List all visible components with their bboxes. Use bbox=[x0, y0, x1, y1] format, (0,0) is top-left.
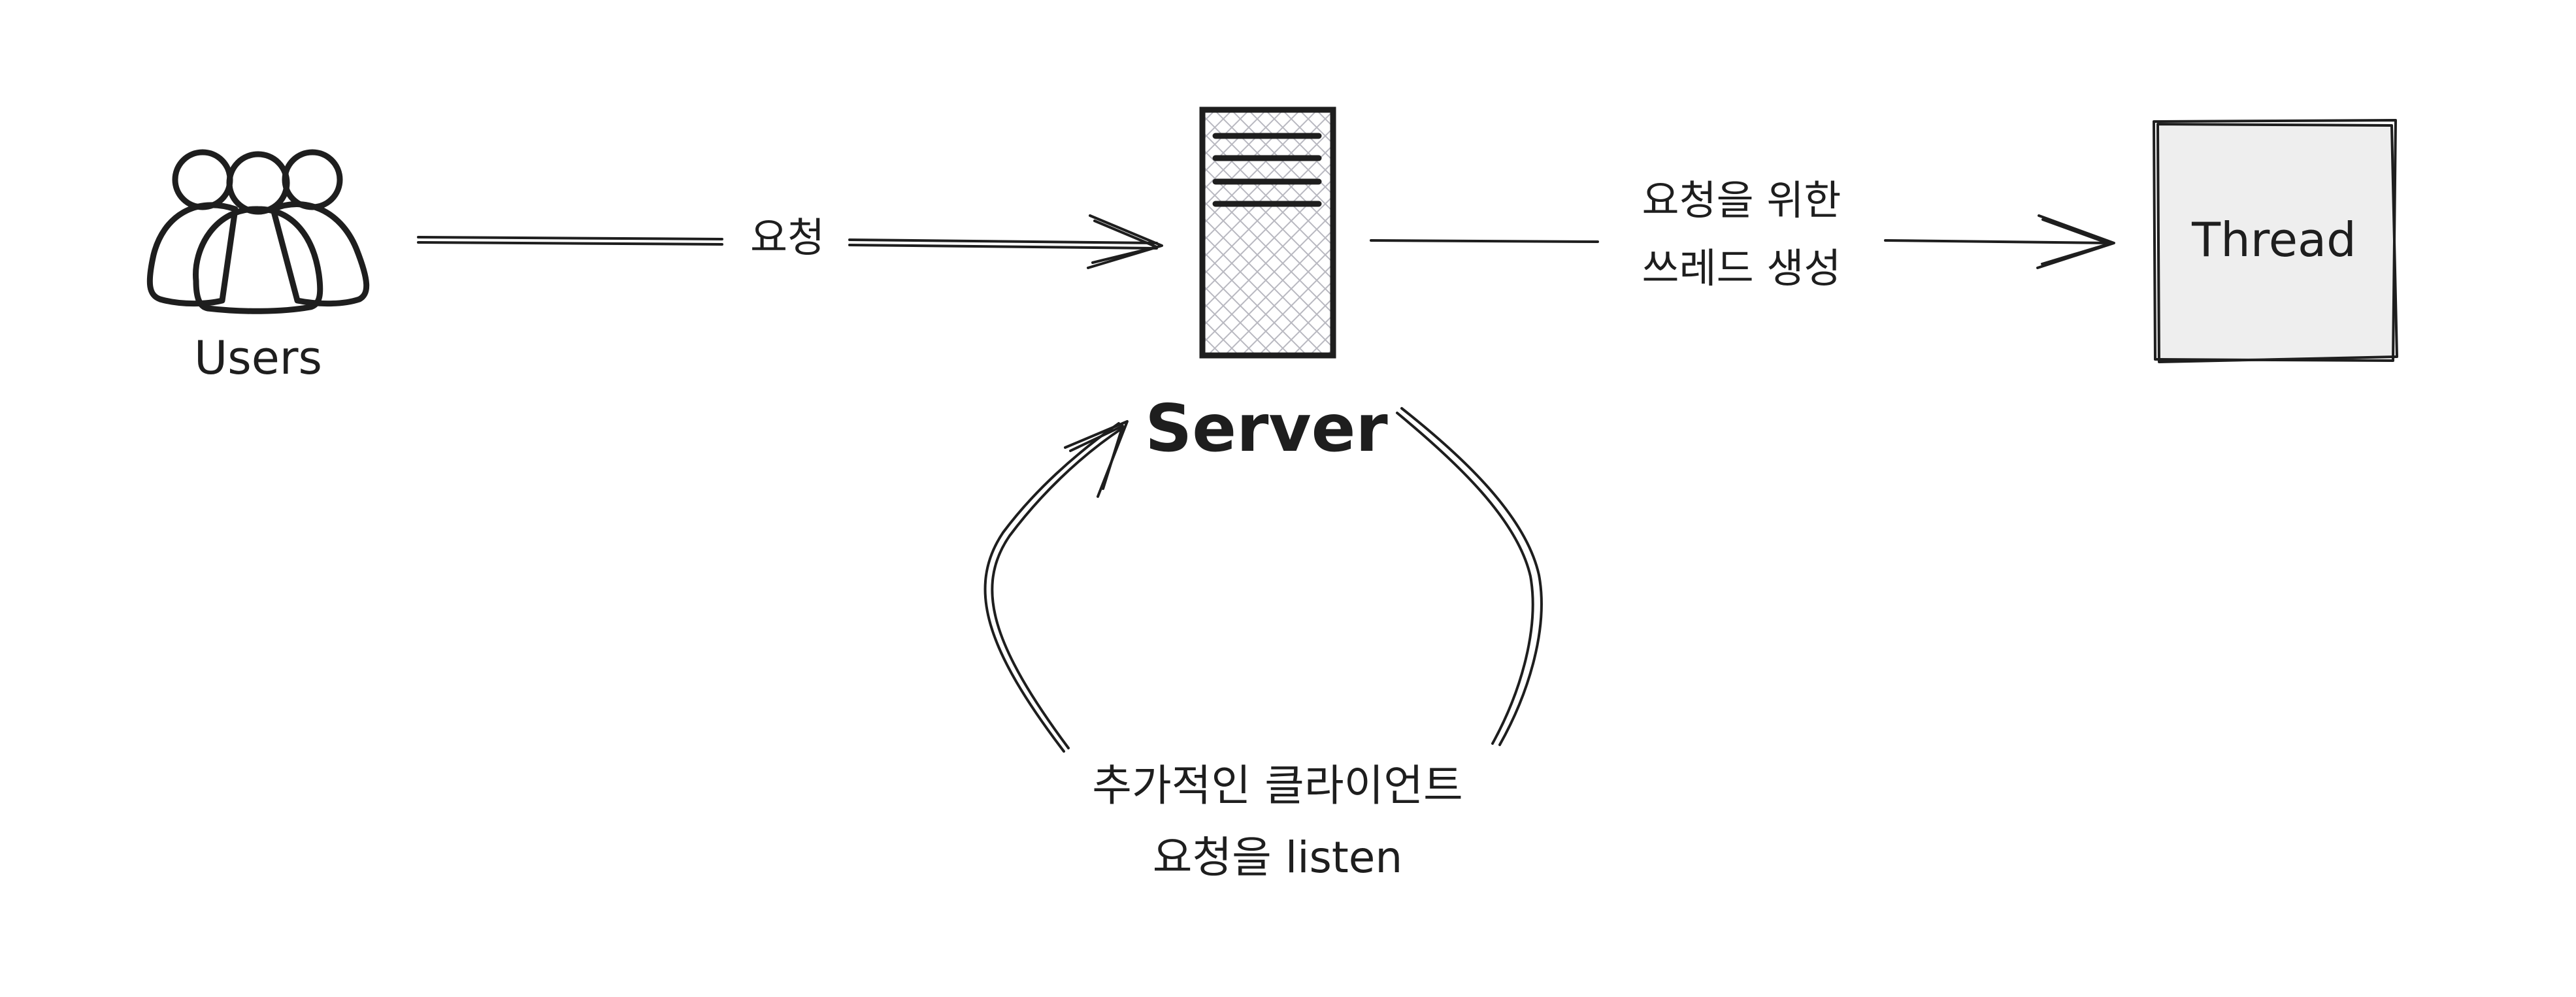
users-icon bbox=[146, 149, 370, 314]
listen-arrow-right bbox=[1396, 407, 1543, 746]
server-label: Server bbox=[1145, 390, 1388, 466]
server-icon bbox=[1199, 106, 1336, 359]
listen-label-line1: 추가적인 클라이언트 bbox=[1092, 760, 1462, 811]
request-arrow bbox=[417, 214, 1163, 269]
thread-box bbox=[2153, 119, 2398, 363]
users-label: Users bbox=[194, 331, 322, 385]
listen-arrow-left bbox=[983, 420, 1129, 753]
request-label: 요청 bbox=[750, 214, 825, 261]
thread-label: Thread bbox=[2191, 212, 2356, 267]
create-thread-label-line1: 요청을 위한 bbox=[1642, 176, 1841, 224]
create-thread-arrow bbox=[1370, 214, 2115, 269]
listen-label-line2: 요청을 listen bbox=[1153, 832, 1403, 883]
create-thread-label-line2: 쓰레드 생성 bbox=[1642, 244, 1841, 292]
